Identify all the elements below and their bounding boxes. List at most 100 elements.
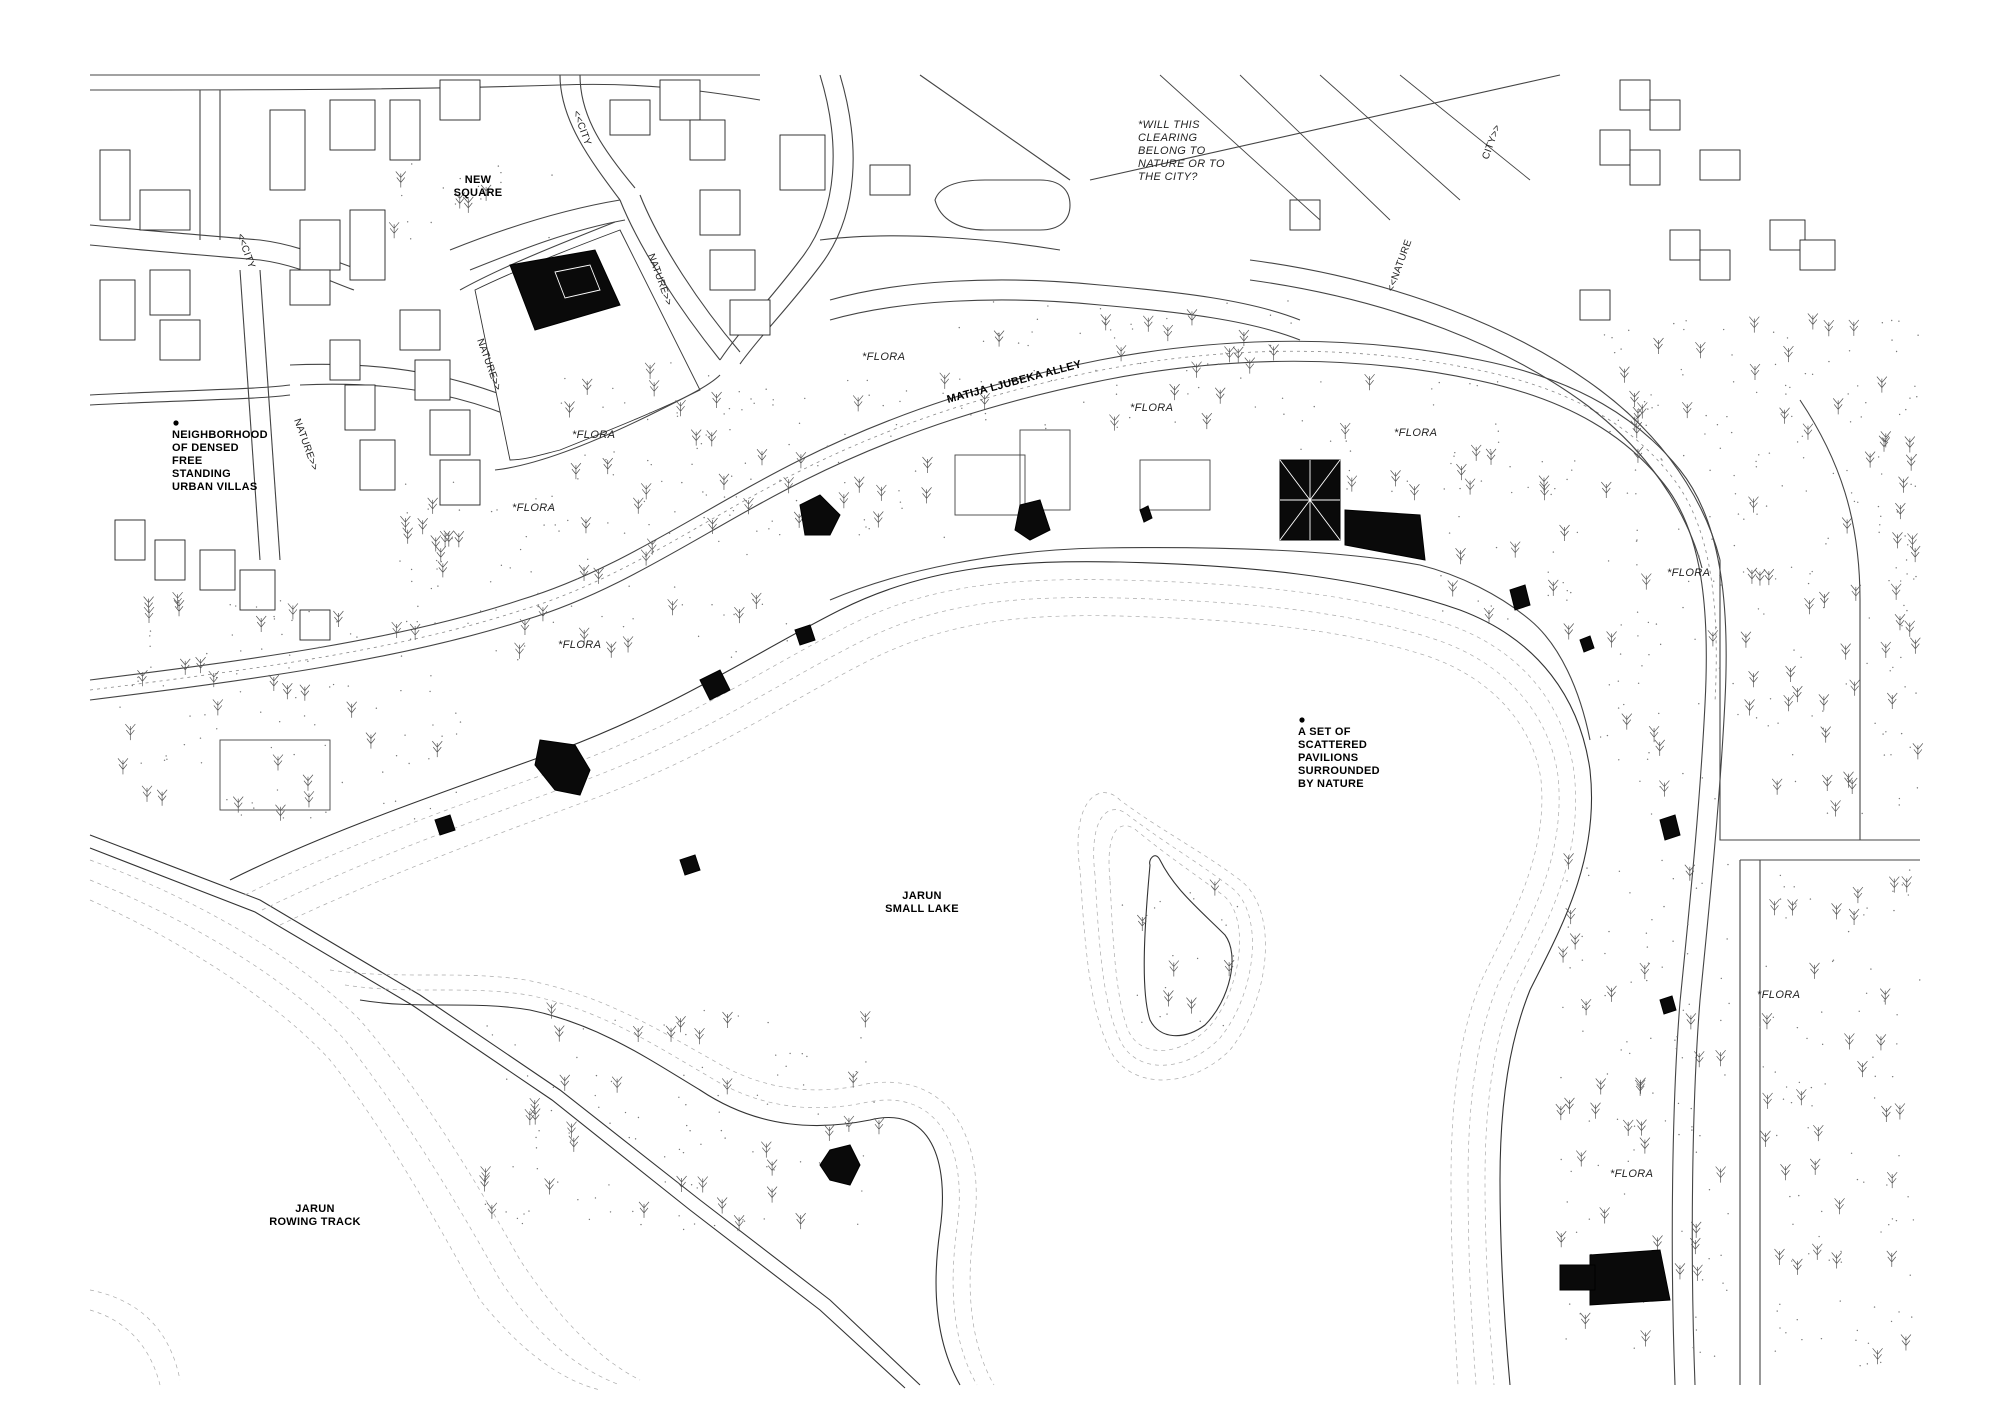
tree-symbol (480, 184, 492, 201)
vegetation-dot (1636, 564, 1638, 566)
vegetation-dot (776, 1074, 779, 1076)
vegetation-dot (735, 651, 737, 653)
tree-symbol (302, 774, 314, 791)
vegetation-dot (500, 564, 503, 567)
tree-symbol (172, 591, 183, 609)
tree-symbol (675, 1016, 686, 1033)
vegetation-dot (480, 198, 482, 200)
vegetation-dot (1678, 528, 1680, 530)
tree-symbol (675, 399, 686, 417)
tree-symbol (1831, 903, 1842, 920)
vegetation-dot (550, 1109, 553, 1112)
vegetation-dot (270, 746, 273, 749)
vegetation-dot (1720, 584, 1722, 586)
vegetation-dot (1269, 344, 1272, 347)
vegetation-dot (1695, 1329, 1698, 1331)
vegetation-dot (723, 413, 725, 415)
tree-symbol (1792, 1258, 1803, 1275)
vegetation-dot (1890, 754, 1892, 756)
vegetation-dot (696, 1187, 698, 1189)
vegetation-dot (495, 650, 497, 652)
tree-symbol (212, 699, 224, 716)
vegetation-dot (1861, 812, 1863, 815)
vegetation-dot (640, 1223, 642, 1226)
tree-symbol (1787, 899, 1798, 916)
vegetation-dot (1821, 1210, 1823, 1213)
vegetation-dot (413, 818, 416, 820)
tree-symbol (1606, 631, 1617, 648)
vegetation-dot (1776, 1134, 1778, 1137)
vegetation-dot (806, 1055, 808, 1058)
tree-symbol (1707, 630, 1719, 647)
vegetation-dot (1047, 305, 1049, 307)
vegetation-dot (523, 1213, 525, 1215)
vegetation-dot (685, 1033, 687, 1036)
tree-symbol (1886, 1250, 1898, 1267)
vegetation-dot (685, 1104, 687, 1106)
vegetation-dot (1793, 886, 1795, 888)
vegetation-dot (1646, 979, 1648, 982)
vegetation-dot (568, 1132, 570, 1134)
tree-symbol (593, 567, 604, 584)
vegetation-dot (1763, 613, 1765, 615)
tree-symbol (1539, 483, 1550, 501)
tree-symbol (1590, 1102, 1601, 1119)
tree-symbol (706, 430, 718, 447)
tree-symbol (303, 791, 315, 808)
tree-symbol (1109, 414, 1120, 431)
vegetation-dot (696, 447, 698, 450)
tree-symbol (667, 599, 678, 616)
vegetation-dot (1783, 886, 1785, 888)
tree-symbol (1595, 1078, 1607, 1095)
tree-symbol (1821, 774, 1833, 792)
tree-symbol (1538, 475, 1550, 492)
tree-symbol (1244, 357, 1256, 374)
vegetation-dot (1791, 1260, 1793, 1262)
vegetation-dot (1765, 505, 1768, 507)
vegetation-dot (865, 1061, 867, 1063)
vegetation-dot (1629, 1052, 1631, 1055)
vegetation-dot (1674, 1039, 1676, 1041)
vegetation-dot (307, 660, 309, 663)
tree-symbol (524, 1108, 536, 1126)
vegetation-dot (1329, 440, 1332, 442)
vegetation-dot (746, 553, 748, 556)
vegetation-dot (1906, 628, 1908, 630)
pavilions (434, 249, 1681, 1306)
tree-symbol (578, 627, 590, 644)
tree-symbol (1819, 591, 1830, 608)
vegetation-dot (766, 1103, 769, 1105)
tree-symbol (479, 1175, 490, 1192)
vegetation-dot (1849, 421, 1852, 423)
tree-symbol (1555, 1103, 1567, 1121)
vegetation-dot (608, 1184, 610, 1186)
vegetation-dot (1805, 490, 1807, 492)
vegetation-dot (1888, 1224, 1890, 1226)
tree-symbol (1695, 341, 1706, 359)
vegetation-dot (1824, 1083, 1826, 1085)
vegetation-dot (1866, 1363, 1869, 1365)
vegetation-dot (1033, 369, 1035, 372)
tree-symbol (553, 1025, 565, 1042)
tree-symbol (580, 517, 592, 534)
vegetation-dot (882, 404, 884, 407)
vegetation-dot (1899, 580, 1902, 582)
vegetation-dot (1891, 339, 1893, 341)
vegetation-dot (643, 500, 646, 503)
vegetation-dot (1912, 1219, 1915, 1221)
vegetation-dot (1698, 555, 1700, 557)
vegetation-dot (165, 755, 167, 757)
vegetation-dot (1045, 427, 1047, 430)
vegetation-dot (1454, 451, 1456, 454)
vegetation-dot (1109, 329, 1112, 331)
vegetation-dot (1822, 727, 1825, 729)
tree-symbol (1848, 319, 1860, 336)
tree-symbol (1901, 876, 1913, 893)
vegetation-dot (1839, 1300, 1841, 1302)
tree-symbol (395, 171, 407, 188)
tree-symbol (1547, 579, 1559, 596)
vegetation-dot (459, 177, 461, 180)
vegetation-dot (681, 604, 684, 606)
vegetation-dot (1597, 1164, 1599, 1167)
